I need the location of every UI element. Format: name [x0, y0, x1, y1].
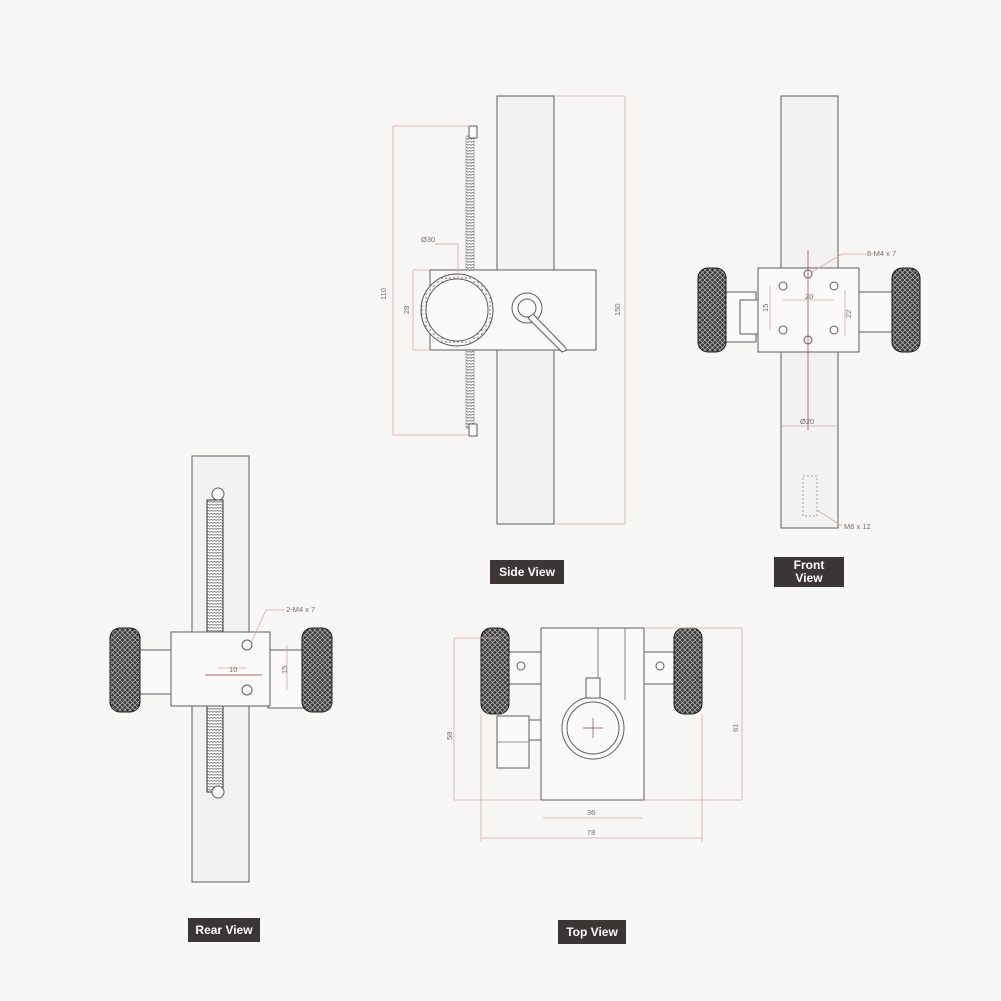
rear-view-label: Rear View [188, 918, 260, 942]
dim-diameter-text: Ø30 [421, 235, 435, 244]
top-view-drawing: 58 61 36 78 [445, 627, 743, 842]
rear-right-knob [301, 627, 333, 713]
dim-thread-text: M6 x 12 [844, 522, 871, 531]
dim-leader-holes [811, 253, 843, 273]
top-left-knob [480, 627, 510, 715]
front-hole [829, 325, 839, 335]
rear-left-shaft [137, 649, 177, 695]
side-view-label: Side View [490, 560, 564, 584]
front-right-shaft [857, 291, 895, 333]
rear-view-drawing: 2-M4 x 7 10 15 [109, 455, 333, 883]
front-view-drawing: 6-M4 x 7 20 15 22 Ø20 M6 x 12 [697, 95, 921, 531]
side-view-drawing: 110 28 150 Ø30 [379, 95, 626, 525]
dim-36-text: 36 [587, 808, 595, 817]
front-view-label-line1: Front [793, 558, 825, 572]
top-right-knob [673, 627, 703, 715]
dim-leader-rear-holes [251, 609, 267, 642]
dim-15-text: 15 [761, 304, 770, 312]
dim-rear-holes-text: 2-M4 x 7 [286, 605, 315, 614]
front-right-knob [891, 267, 921, 353]
dim-10-text: 10 [229, 665, 237, 674]
front-hole [829, 281, 839, 291]
side-rack-bottom-stop [468, 423, 478, 437]
side-rack-top-stop [468, 125, 478, 139]
front-view-label: Front View [774, 557, 844, 587]
front-left-knob [697, 267, 727, 353]
dim-150-text: 150 [613, 303, 622, 316]
dim-110-text: 110 [379, 288, 388, 300]
rear-left-knob [109, 627, 141, 713]
dim-78-text: 78 [587, 828, 595, 837]
rear-hole [241, 684, 253, 696]
front-hole [778, 325, 788, 335]
front-left-collar [739, 299, 759, 335]
side-lever-inner [517, 298, 537, 318]
dim-leader-thread [816, 509, 843, 527]
dim-28-text: 28 [402, 306, 411, 314]
dim-22-text: 22 [844, 310, 853, 318]
dim-holes-text: 6-M4 x 7 [867, 249, 896, 258]
dim-d20-text: Ø20 [800, 417, 814, 426]
top-bore-screw [585, 677, 601, 699]
front-view-label-line2: View [795, 571, 823, 585]
top-left-screw [516, 661, 526, 671]
front-threaded-hole [802, 475, 818, 517]
rear-rack-screw-top [211, 487, 225, 501]
side-gear-hub [425, 278, 489, 342]
side-lever-arm [527, 313, 568, 353]
front-hole [778, 281, 788, 291]
top-view-label: Top View [558, 920, 626, 944]
top-right-screw [655, 661, 665, 671]
dim-58-text: 58 [445, 732, 454, 740]
dim-61-text: 61 [731, 724, 740, 732]
top-lever-stub [528, 719, 542, 741]
rear-hole [241, 639, 253, 651]
dim-rear-15-text: 15 [280, 666, 289, 674]
dim-20-text: 20 [805, 292, 813, 301]
rear-block [170, 631, 271, 707]
rear-rack-screw-bottom [211, 785, 225, 799]
